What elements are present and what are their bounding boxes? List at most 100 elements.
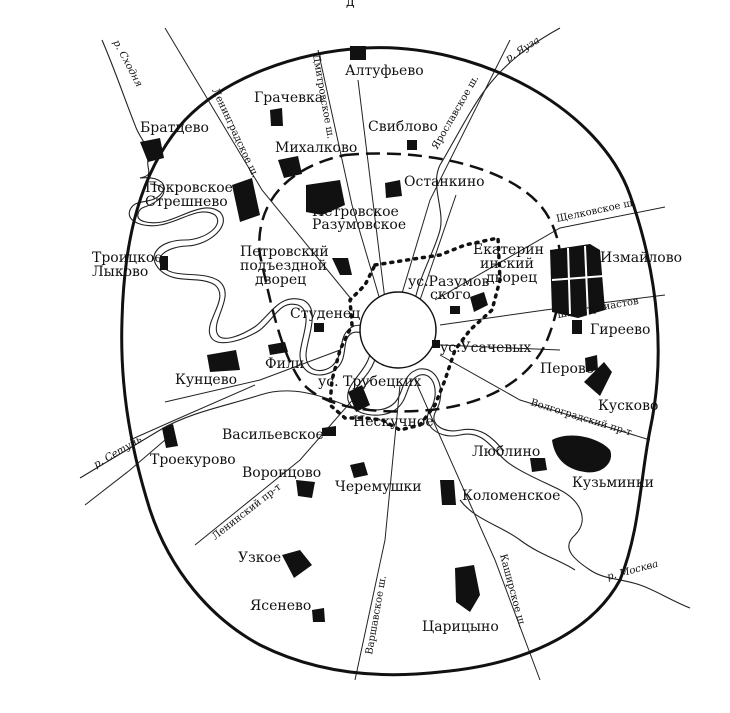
label-kuntsevo: Кунцево — [175, 372, 237, 388]
estate-mikhalkovo-shape — [278, 156, 302, 178]
road-mozhaiskoe — [164, 349, 341, 403]
label-altufyevo: Алтуфьево — [345, 63, 424, 79]
estate-kolomenskoe-shape — [440, 480, 456, 505]
road-yaroslavskoe — [399, 39, 511, 301]
label-road-kashirskoe: Каширское ш. — [497, 553, 527, 629]
river-gorodnya — [459, 499, 576, 571]
estate-kuntsevo-shape — [207, 350, 240, 372]
road-dmitrovskoe — [317, 49, 381, 301]
estate-ekaterin-shape — [470, 292, 488, 312]
estate-kuzminki-shape — [552, 435, 612, 473]
river-moskva-bank — [137, 183, 505, 452]
river-skhodnya — [101, 39, 150, 179]
estate-fili-shape — [268, 342, 288, 355]
label-troitskoe-2: Лыково — [92, 264, 148, 280]
label-road-leninsky: Ленинский пр-т — [210, 481, 284, 542]
road-leningradskoe — [164, 27, 353, 301]
kamer-kollezhsky-val — [258, 152, 563, 413]
label-fili: Фили — [265, 356, 304, 372]
label-pokrovskoe-1: Покровское — [145, 180, 233, 196]
road-prospekt-mira — [419, 194, 457, 301]
estate-razumov-shape — [450, 306, 460, 314]
road-altufyevskoe — [357, 79, 386, 301]
road-volgogradsky — [439, 354, 651, 441]
estate-gireevo-shape — [572, 320, 582, 334]
label-mikhalkovo: Михалково — [275, 140, 357, 156]
label-river-skhodnya: р. Сходня — [110, 38, 144, 89]
estate-troitskoe-shape — [160, 256, 168, 270]
estate-putevoy-shape — [332, 258, 352, 275]
road-shchelkovskoe — [434, 206, 666, 301]
estate-troekurovo-shape — [162, 424, 178, 448]
label-petrovskoe-2: Разумовское — [312, 217, 406, 233]
estate-pokrovskoe-shape — [232, 178, 260, 222]
label-lyublino: Люблино — [472, 444, 540, 460]
label-sviblovo: Свиблово — [368, 119, 438, 135]
rivers — [79, 27, 691, 609]
estate-cheremushki-shape — [350, 462, 368, 478]
label-pokrovskoe-2: Стрешнево — [145, 194, 228, 210]
label-vorontsovo: Воронцово — [242, 465, 321, 481]
road-entuziastov — [439, 294, 666, 326]
label-gireevo: Гиреево — [590, 322, 650, 338]
label-izmaylovo: Измайлово — [600, 250, 682, 266]
road-kutuzovsky — [129, 384, 256, 441]
label-vasilyevskoe: Васильевское — [222, 427, 324, 443]
label-bratcevo: Братцево — [140, 120, 209, 136]
estate-bratcevo-shape — [140, 138, 164, 162]
label-troitskoe-1: Троицкое — [92, 250, 163, 266]
estate-tsaritsyno-shape — [455, 565, 480, 612]
label-river-moskva: р. Москва — [606, 559, 659, 583]
label-uzkoe: Узкое — [238, 550, 281, 566]
label-razumov-2: ского — [430, 287, 471, 303]
label-tsaritsyno: Царицыно — [422, 619, 499, 635]
label-ostankino: Останкино — [404, 174, 485, 190]
label-trubetskikh: ус. Трубецких — [318, 374, 421, 390]
estate-lyublino-shape — [530, 458, 547, 472]
estate-kuskovo-shape — [584, 362, 612, 396]
road-varshavskoe — [354, 384, 401, 681]
label-kuskovo: Кусково — [598, 398, 658, 414]
river-yauza — [414, 27, 561, 301]
label-river-yauza: р. Яуза — [504, 35, 542, 65]
estate-altufyevo-shape — [350, 46, 366, 60]
label-putevoy-2: подъездной — [240, 258, 327, 274]
estates — [140, 46, 612, 622]
label-grachevka: Грачевка — [254, 90, 323, 106]
estate-sviblovo-shape — [407, 140, 417, 150]
label-road-varshavskoe: Варшавское ш. — [364, 575, 389, 656]
label-kuzminki: Кузьминки — [572, 475, 654, 491]
city-center-circle — [359, 291, 437, 369]
label-kolomenskoe: Коломенское — [462, 488, 560, 504]
roads — [84, 27, 666, 681]
river-moskva — [128, 177, 691, 609]
label-studenets: Студенец — [290, 306, 360, 322]
label-road-leningradskoe: Ленинградское ш. — [209, 87, 260, 180]
label-petrovskoe-1: Петровское — [312, 204, 399, 220]
estate-studenets-shape — [314, 323, 324, 332]
estate-izmaylovo-shape — [550, 244, 605, 318]
estate-grachevka-shape — [270, 108, 283, 126]
izmaylovo-grid — [551, 245, 605, 317]
mkad-ring — [120, 46, 660, 677]
river-setun — [79, 390, 346, 479]
label-perovo: Перово — [540, 361, 594, 377]
label-troekurovo: Троекурово — [150, 452, 236, 468]
label-putevoy-1: Петровский — [240, 244, 329, 260]
label-ekaterin-3: дворец — [486, 270, 537, 286]
label-usachevykh: ус.Усачевых — [440, 340, 531, 356]
road-minskaya — [84, 439, 166, 506]
label-putevoy-3: дворец — [255, 272, 306, 288]
estate-vasilyevskoe-shape — [322, 426, 336, 436]
estate-trubetskikh-shape — [348, 385, 370, 412]
label-ekaterin-2: инский — [480, 256, 534, 272]
label-ekaterin-1: Екатерин — [473, 242, 544, 258]
estate-vorontsovo-shape — [296, 480, 315, 498]
estate-perovo-shape — [585, 355, 598, 372]
estate-ostankino-shape — [385, 180, 402, 198]
label-razumov-1: ус.Разумов — [408, 274, 489, 290]
header-fragment: д — [346, 0, 355, 10]
estate-labels: Алтуфьево Грачевка Братцево Свиблово Мих… — [92, 63, 682, 635]
estate-uzkoe-shape — [282, 550, 312, 578]
